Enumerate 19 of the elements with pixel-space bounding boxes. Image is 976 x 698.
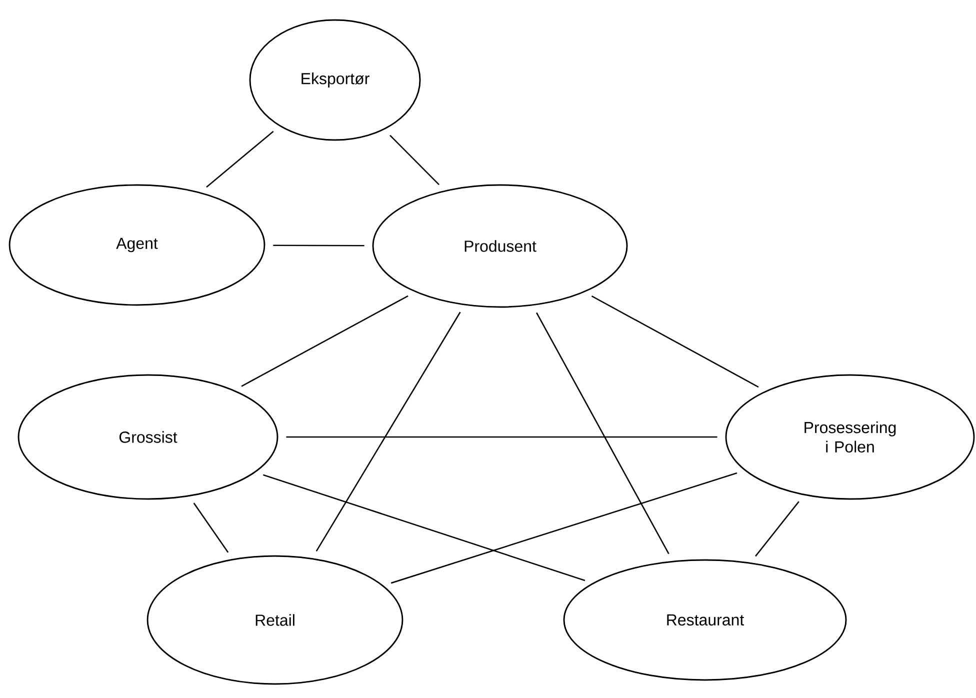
ellipse-node: Produsent [372, 184, 628, 308]
ellipse-node: Grossist [18, 374, 278, 500]
ellipse-node: Prosessering i Polen [725, 374, 975, 500]
ellipse-node: Restaurant [563, 559, 847, 681]
connector-line [755, 501, 800, 557]
ellipse-node: Agent [8, 184, 266, 306]
connector-line [262, 474, 586, 582]
connector-line [390, 134, 440, 186]
connector-line [241, 295, 408, 387]
connector-line [193, 502, 229, 553]
connector-line [316, 312, 461, 552]
ellipse-node: Retail [146, 555, 404, 685]
ellipse-node: Eksportør [249, 19, 421, 141]
connector-line [536, 312, 670, 554]
connector-line [273, 244, 364, 246]
connector-line [591, 295, 759, 388]
connector-line [206, 130, 274, 188]
connector-line [390, 472, 738, 584]
connector-line [286, 436, 718, 438]
